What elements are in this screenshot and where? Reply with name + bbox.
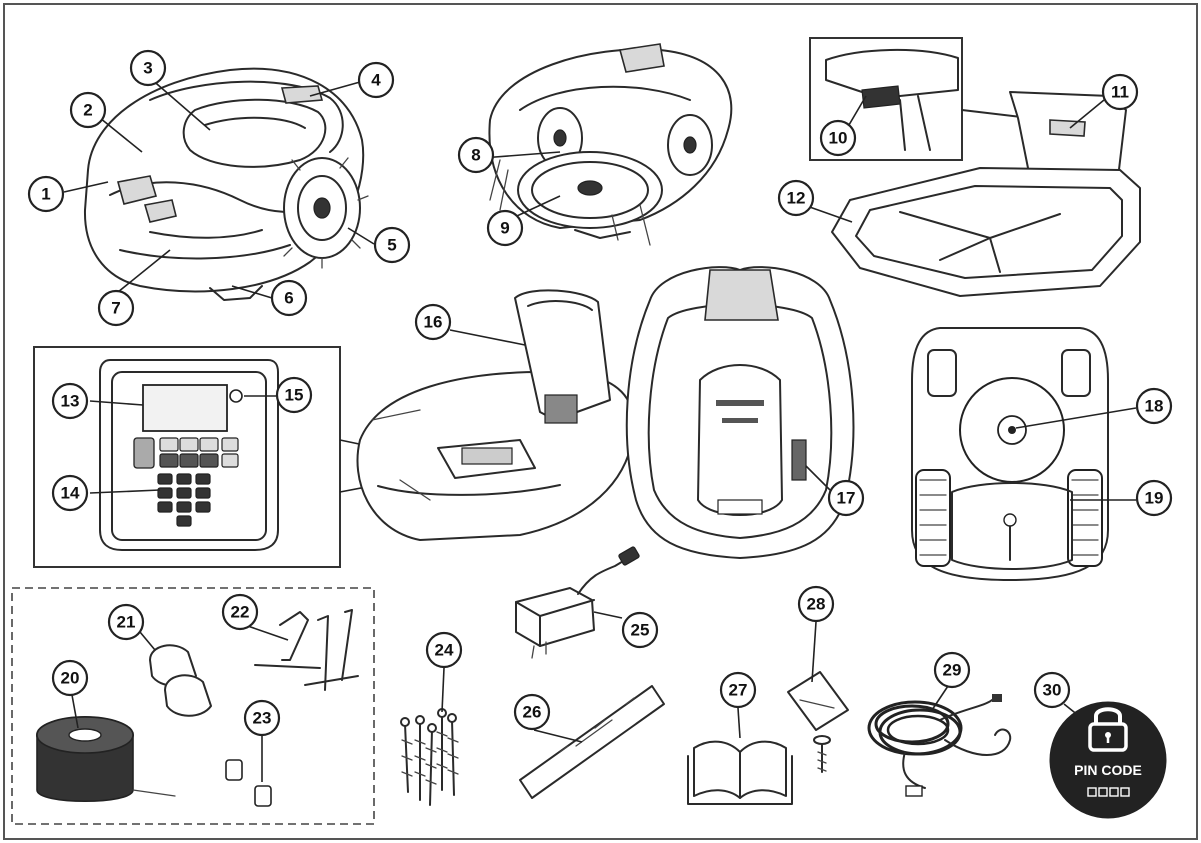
callout-number: 13 [61, 392, 80, 411]
callout-12: 12 [777, 179, 815, 217]
callout-23: 23 [243, 699, 281, 737]
numeric-keypad [157, 473, 211, 527]
callout-6: 6 [270, 279, 308, 317]
couplers-illustration [149, 644, 212, 717]
callout-16: 16 [414, 303, 452, 341]
pin-code-title: PIN CODE [1074, 762, 1142, 778]
mower-top-view-illustration [625, 266, 855, 559]
callout-3: 3 [129, 49, 167, 87]
callout-4: 4 [357, 61, 395, 99]
callout-29: 29 [933, 651, 971, 689]
callout-26: 26 [513, 693, 551, 731]
callout-number: 30 [1043, 681, 1062, 700]
callout-number: 17 [837, 489, 856, 508]
callout-number: 5 [387, 236, 396, 255]
callout-number: 15 [285, 386, 304, 405]
callout-21: 21 [107, 603, 145, 641]
callout-number: 8 [471, 146, 480, 165]
callout-14: 14 [51, 474, 89, 512]
callout-number: 11 [1111, 83, 1129, 102]
low-voltage-cable-illustration [867, 694, 1012, 797]
callout-number: 28 [807, 595, 826, 614]
on-off-button [229, 389, 243, 403]
mower-underside-perspective-illustration [488, 43, 733, 246]
callout-20: 20 [51, 659, 89, 697]
callout-5: 5 [373, 226, 411, 264]
callout-28: 28 [797, 585, 835, 623]
callout-number: 22 [231, 603, 250, 622]
callout-number: 26 [523, 703, 542, 722]
callout-number: 20 [61, 669, 80, 688]
callout-number: 29 [943, 661, 962, 680]
callout-number: 1 [41, 185, 50, 204]
callout-number: 18 [1145, 397, 1164, 416]
callout-number: 19 [1145, 489, 1164, 508]
callout-1: 1 [27, 175, 65, 213]
callout-15: 15 [275, 376, 313, 414]
pegs-illustration [254, 609, 359, 691]
callout-number: 16 [424, 313, 443, 332]
callout-number: 12 [787, 189, 806, 208]
pin-code-sticker: PIN CODE [1049, 701, 1167, 819]
callout-17: 17 [827, 479, 865, 517]
callout-number: 27 [729, 681, 748, 700]
connectors-illustration [225, 759, 272, 807]
user-manual-illustration [687, 740, 793, 805]
callout-22: 22 [221, 593, 259, 631]
callout-18: 18 [1135, 387, 1173, 425]
callout-8: 8 [457, 136, 495, 174]
callout-9: 9 [486, 209, 524, 247]
callout-10: 10 [819, 119, 857, 157]
callout-13: 13 [51, 382, 89, 420]
callout-number: 14 [61, 484, 80, 503]
control-panel-detail [33, 346, 341, 568]
callout-30: 30 [1033, 671, 1071, 709]
callout-number: 7 [111, 299, 120, 318]
callout-2: 2 [69, 91, 107, 129]
callout-number: 21 [117, 613, 136, 632]
callout-7: 7 [97, 289, 135, 327]
mower-bottom-view-illustration [911, 327, 1109, 581]
outer-frame [3, 3, 1198, 840]
leader-lines [63, 77, 1137, 782]
callout-19: 19 [1135, 479, 1173, 517]
display-screen [142, 384, 228, 432]
charging-station-illustration [809, 37, 1141, 297]
usb-port [791, 439, 807, 481]
key-home [133, 437, 155, 469]
callout-number: 3 [143, 59, 152, 78]
mower-perspective-illustration [83, 67, 369, 301]
callout-number: 9 [500, 219, 509, 238]
callout-number: 6 [284, 289, 293, 308]
screws-illustration [400, 708, 459, 806]
callout-25: 25 [621, 611, 659, 649]
callout-27: 27 [719, 671, 757, 709]
blades-illustration [787, 671, 849, 773]
callout-number: 2 [83, 101, 92, 120]
callout-number: 4 [371, 71, 381, 90]
callout-number: 24 [435, 641, 454, 660]
callout-11: 11 [1101, 73, 1139, 111]
callout-24: 24 [425, 631, 463, 669]
power-supply-illustration [515, 546, 640, 659]
boundary-wire-reel-illustration [36, 716, 176, 803]
callout-number: 23 [253, 709, 272, 728]
mower-open-hatch-illustration [356, 289, 635, 541]
callout-number: 10 [829, 129, 848, 148]
callout-number: 25 [631, 621, 650, 640]
padlock-icon [1094, 707, 1122, 725]
